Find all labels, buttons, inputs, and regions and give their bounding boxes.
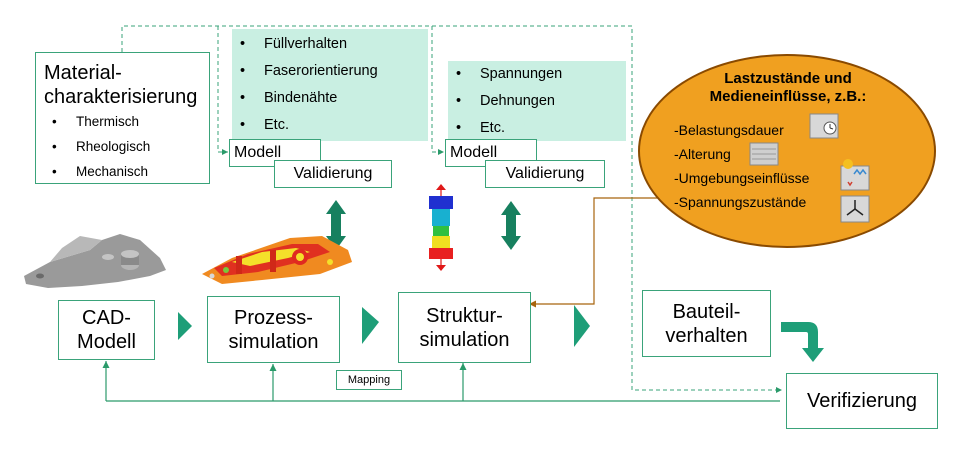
component-behavior-box: Bauteil- verhalten <box>642 290 771 357</box>
process-simulation-box: Prozess- simulation <box>207 296 340 363</box>
tensile-specimen-image <box>429 184 453 271</box>
struktur-line1: Struktur- <box>426 304 503 327</box>
process-result-item: Bindenähte <box>232 85 428 112</box>
load-item: -Umgebungseinflüsse <box>674 170 810 186</box>
mapping-label: Mapping <box>347 374 391 386</box>
loads-connector <box>529 197 683 308</box>
process-result-item: Etc. <box>232 112 428 139</box>
double-arrow-right <box>501 201 521 250</box>
load-conditions-ellipse <box>638 54 936 248</box>
cad-part-image <box>24 234 166 288</box>
load-item: -Alterung <box>674 146 731 162</box>
stress-state-icon <box>840 195 870 223</box>
material-item: Thermisch <box>44 109 201 134</box>
validierung-right-box: Validierung <box>485 160 605 188</box>
modell-left-label: Modell <box>234 144 282 161</box>
process-results-panel: Füllverhalten Faserorientierung Bindenäh… <box>232 29 428 141</box>
prozess-line2: simulation <box>228 330 319 353</box>
structure-simulation-box: Struktur- simulation <box>398 292 531 363</box>
flow-arrow-3 <box>574 305 590 347</box>
load-conditions-title: Lastzustände und Medieneinflüsse, z.B.: <box>668 70 908 106</box>
verifizierung-label: Verifizierung <box>806 390 918 412</box>
load-items: -Belastungsdauer -Alterung -Umgebungsein… <box>674 118 809 214</box>
structure-result-item: Etc. <box>448 115 626 142</box>
material-title-line2: charakterisierung <box>44 86 198 108</box>
validierung-left-box: Validierung <box>274 160 392 188</box>
environment-icon <box>840 159 870 191</box>
bottom-feedback-lines <box>102 361 780 402</box>
process-result-item: Faserorientierung <box>232 58 428 85</box>
validierung-right-label: Validierung <box>505 165 585 182</box>
modell-right-label: Modell <box>450 144 498 161</box>
process-result-item: Füllverhalten <box>232 31 428 58</box>
prozess-line1: Prozess- <box>234 306 313 329</box>
cad-line2: Modell <box>77 331 136 353</box>
cad-line1: CAD- <box>82 307 131 329</box>
structure-results-panel: Spannungen Dehnungen Etc. <box>448 61 626 142</box>
material-item: Rheologisch <box>44 134 201 159</box>
verification-box: Verifizierung <box>786 373 938 429</box>
bauteil-line1: Bauteil- <box>672 300 741 323</box>
load-item: -Belastungsdauer <box>674 122 784 138</box>
cad-model-box: CAD- Modell <box>58 300 155 360</box>
mapping-box: Mapping <box>336 370 402 390</box>
load-item: -Spannungszustände <box>674 194 807 210</box>
load-title-line1: Lastzustände und <box>724 70 852 87</box>
flow-arrow-2 <box>362 307 379 344</box>
double-arrow-left <box>326 200 346 250</box>
material-title-line1: Material- <box>44 62 122 84</box>
validierung-left-label: Validierung <box>293 165 373 182</box>
flow-arrow-1 <box>178 312 192 340</box>
clock-icon <box>809 113 839 139</box>
material-characterization-box: Material- charakterisierung Thermisch Rh… <box>35 52 210 184</box>
structure-result-item: Spannungen <box>448 61 626 88</box>
process-simulation-image <box>202 236 352 284</box>
material-item: Mechanisch <box>44 159 201 184</box>
structure-result-item: Dehnungen <box>448 88 626 115</box>
bauteil-line2: verhalten <box>665 324 748 347</box>
dashed-feedback-lines <box>121 25 782 393</box>
aging-icon <box>749 142 779 166</box>
struktur-line2: simulation <box>419 328 510 351</box>
curved-arrow <box>781 322 824 362</box>
load-title-line2: Medieneinflüsse, z.B.: <box>709 88 867 105</box>
